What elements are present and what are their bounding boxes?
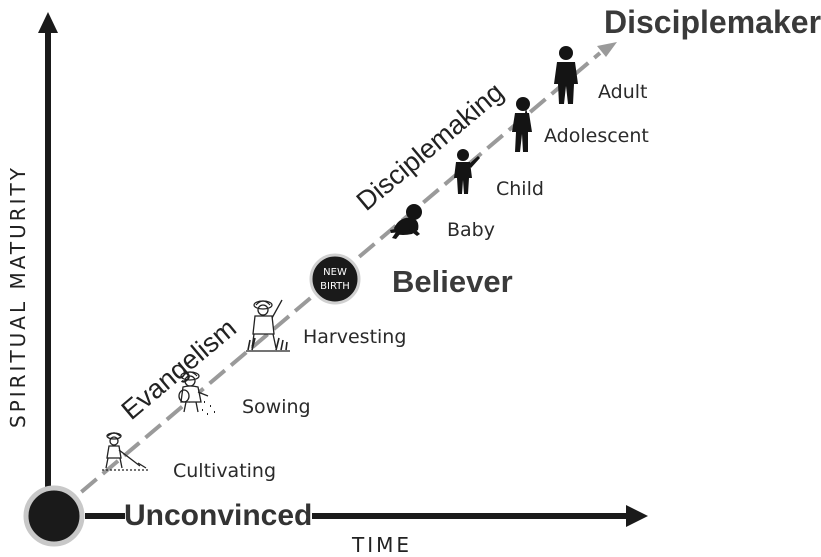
new-birth-node — [309, 253, 361, 305]
midpoint-label-believer: Believer — [392, 264, 513, 299]
stage-label-sowing: Sowing — [242, 396, 311, 418]
y-axis-arrowhead — [38, 12, 58, 33]
farmer-sowing-icon — [178, 371, 215, 415]
stage-label-child: Child — [496, 178, 544, 200]
stage-label-adolescent: Adolescent — [544, 125, 649, 147]
end-label-disciplemaker: Disciplemaker — [604, 4, 821, 40]
start-label-unconvinced: Unconvinced — [124, 499, 313, 532]
new-birth-text-line1: NEW — [323, 267, 347, 278]
crawling-baby-icon — [390, 204, 422, 239]
new-birth-text-line2: BIRTH — [320, 281, 350, 292]
x-axis-label: TIME — [352, 533, 413, 557]
stage-label-harvesting: Harvesting — [303, 326, 407, 348]
adult-silhouette-icon — [554, 46, 578, 104]
farmer-hoeing-icon — [102, 432, 150, 471]
y-axis-label: SPIRITUAL MATURITY — [6, 165, 30, 428]
growth-path-arrowhead — [597, 42, 617, 57]
child-silhouette-icon — [454, 149, 480, 194]
stage-label-baby: Baby — [447, 219, 495, 241]
x-axis-arrowhead — [626, 505, 648, 527]
farmer-harvesting-icon — [246, 299, 290, 352]
origin-node — [23, 485, 85, 547]
stage-label-adult: Adult — [598, 81, 648, 103]
stage-label-cultivating: Cultivating — [173, 460, 277, 482]
adolescent-silhouette-icon — [512, 97, 532, 152]
